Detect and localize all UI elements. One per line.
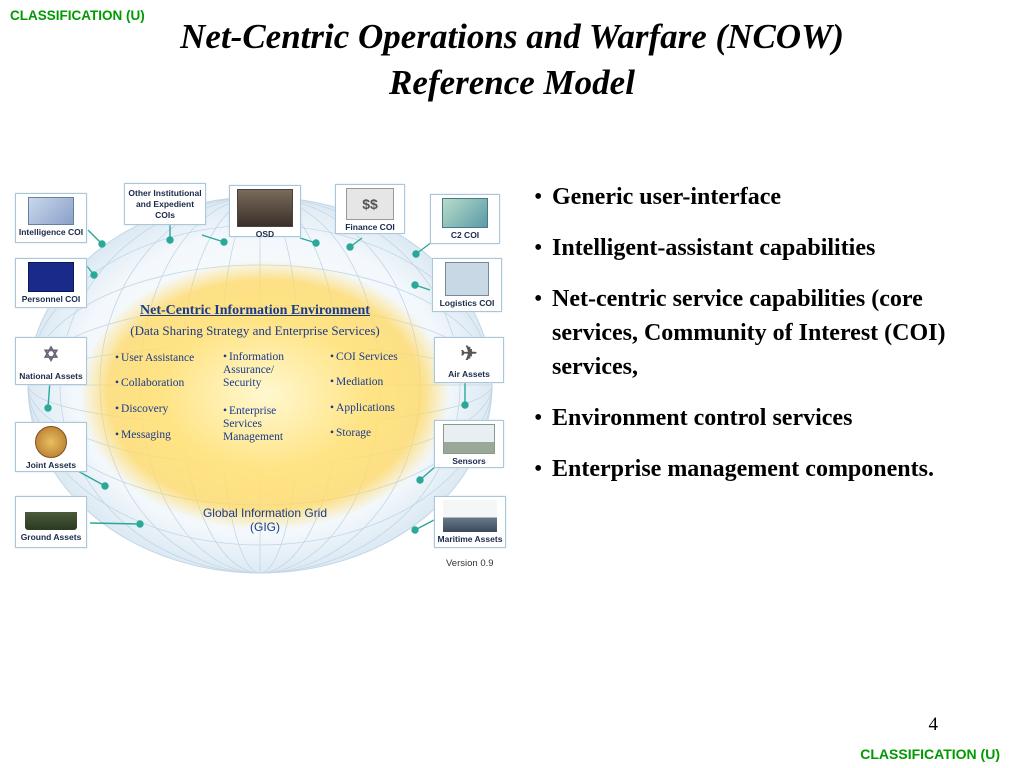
node-air-assets: ✈ Air Assets — [434, 337, 504, 383]
node-ground-assets: Ground Assets — [15, 496, 87, 548]
service-enterprise-management: Enterprise Services Management — [223, 405, 305, 444]
classification-top: CLASSIFICATION (U) — [10, 8, 145, 23]
title-line-2: Reference Model — [389, 63, 635, 102]
service-user-assistance: User Assistance — [115, 352, 194, 365]
node-personnel-coi: Personnel COI — [15, 258, 87, 308]
nce-subtitle: (Data Sharing Strategy and Enterprise Se… — [130, 323, 380, 338]
aircraft-icon: ✈ — [460, 343, 478, 365]
ship-image — [443, 500, 497, 532]
bullet-item: Intelligent-assistant capabilities — [530, 231, 950, 265]
tank-image — [25, 500, 77, 530]
gig-line-2: (GIG) — [250, 520, 280, 534]
bullet-item: Generic user-interface — [530, 180, 950, 214]
service-coi-services: COI Services — [330, 351, 398, 364]
bullet-list: Generic user-interface Intelligent-assis… — [530, 180, 950, 503]
node-joint-assets: Joint Assets — [15, 422, 87, 472]
map-screen-image — [28, 197, 74, 225]
gig-line-1: Global Information Grid — [202, 506, 328, 520]
title-line-1: Net-Centric Operations and Warfare (NCOW… — [180, 17, 844, 56]
service-mediation: Mediation — [330, 376, 383, 389]
gig-label: Global Information Grid (GIG) — [190, 506, 340, 534]
slide-title: Net-Centric Operations and Warfare (NCOW… — [0, 14, 1024, 106]
node-sensors: Sensors — [434, 420, 504, 468]
nce-title: Net-Centric Information Environment — [140, 303, 370, 318]
node-other-institutional-cois: Other Institutional and Expedient COIs — [124, 183, 206, 225]
service-collaboration: Collaboration — [115, 377, 184, 390]
officials-photo — [237, 189, 293, 227]
page-number: 4 — [928, 714, 939, 735]
node-c2-coi: C2 COI — [430, 194, 500, 244]
ncow-reference-diagram: Intelligence COI Other Institutional and… — [10, 180, 510, 580]
bullet-item: Environment control services — [530, 401, 950, 435]
node-logistics-coi: Logistics COI — [432, 258, 502, 312]
node-osd: OSD — [229, 185, 301, 239]
joint-seal-icon — [35, 426, 67, 458]
bullet-item: Net-centric service capabilities (core s… — [530, 282, 950, 384]
node-national-assets: ✡ National Assets — [15, 337, 87, 385]
node-maritime-assets: Maritime Assets — [434, 496, 506, 548]
classification-bottom: CLASSIFICATION (U) — [860, 746, 1000, 762]
bullet-item: Enterprise management components. — [530, 452, 950, 486]
node-intelligence-coi: Intelligence COI — [15, 193, 87, 243]
version-label: Version 0.9 — [446, 558, 494, 569]
connector-lines — [44, 222, 469, 534]
personnel-screen-image — [28, 262, 74, 292]
service-messaging: Messaging — [115, 429, 171, 442]
core-glow — [80, 260, 450, 530]
satellite-icon: ✡ — [42, 344, 60, 366]
sensor-image — [443, 424, 495, 454]
logistics-screen-image — [445, 262, 489, 296]
service-discovery: Discovery — [115, 403, 168, 416]
service-applications: Applications — [330, 402, 395, 415]
dollar-screen-icon: $$ — [346, 188, 394, 220]
node-finance-coi: $$ Finance COI — [335, 184, 405, 234]
service-information-assurance: Information Assurance/ Security — [223, 351, 305, 390]
c2-map-image — [442, 198, 488, 228]
service-storage: Storage — [330, 427, 371, 440]
